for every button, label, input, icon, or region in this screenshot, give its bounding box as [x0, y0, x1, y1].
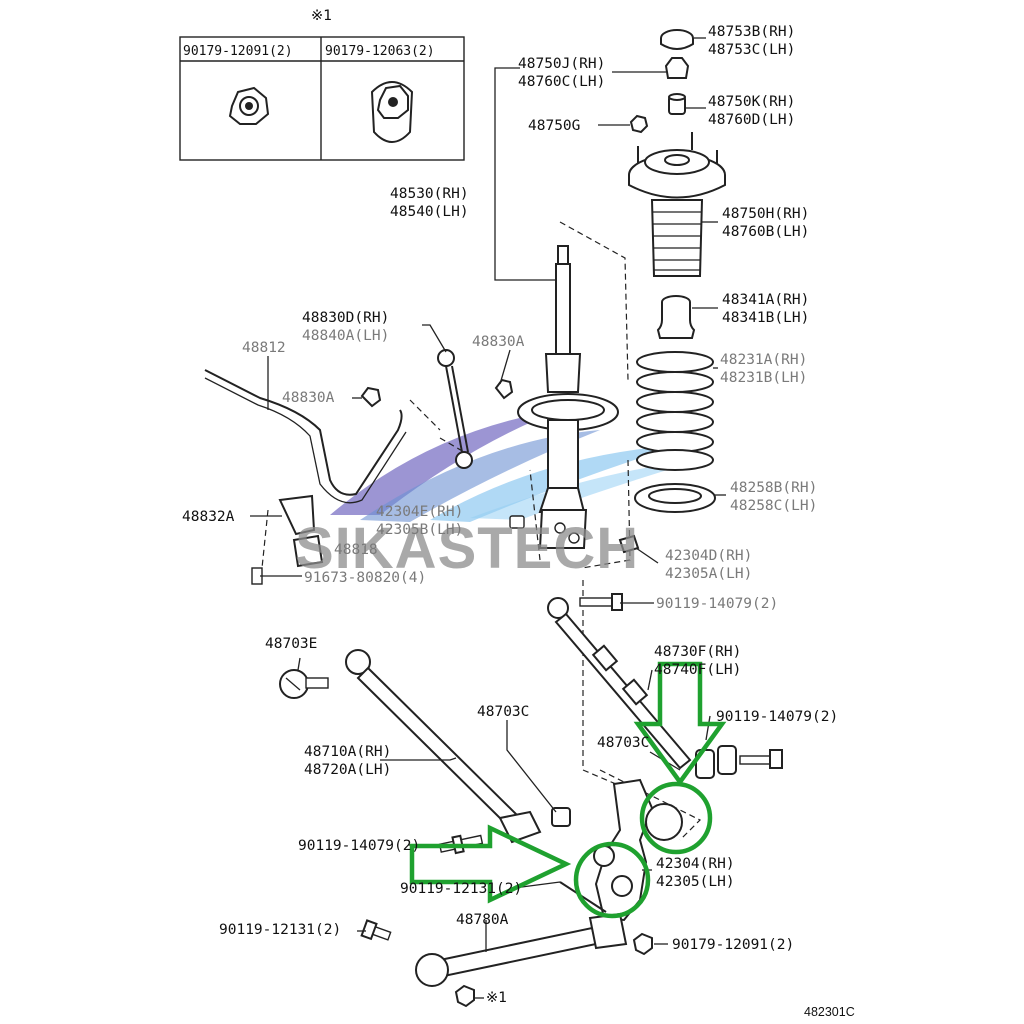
label-48703c-right: 48703C — [597, 735, 649, 751]
label-42304-lh: 42305(LH) — [656, 874, 735, 890]
upper-support-icon — [628, 132, 726, 199]
label-48830a-left: 48830A — [282, 390, 335, 406]
label-48750k-rh: 48750K(RH) — [708, 94, 795, 110]
right-arrow-icon — [409, 824, 572, 904]
label-48753-rh: 48753B(RH) — [708, 24, 795, 40]
bolt-icon — [618, 534, 640, 554]
coil-spring-icon — [636, 351, 714, 471]
bushing-pair-icon — [695, 745, 783, 779]
label-48832a: 48832A — [182, 509, 235, 525]
knuckle-icon — [593, 778, 683, 922]
lower-arm-icon — [345, 649, 542, 844]
label-48753-lh: 48753C(LH) — [708, 42, 795, 58]
label-42304d-lh: 42305A(LH) — [665, 566, 752, 582]
bump-stopper-icon — [656, 295, 696, 339]
link-nut-icon — [360, 378, 514, 408]
label-48812: 48812 — [242, 340, 286, 356]
nut-icon — [664, 57, 690, 79]
label-48750h-rh: 48750H(RH) — [722, 206, 809, 222]
stabilizer-link-icon — [437, 349, 473, 469]
watermark-text: SIKASTECH — [295, 516, 639, 581]
label-48750k-lh: 48760D(LH) — [708, 112, 795, 128]
highlight-circle-upper — [639, 781, 713, 855]
label-48830a-top: 48830A — [472, 334, 525, 350]
label-48818: 48818 — [334, 542, 378, 558]
label-48703e: 48703E — [265, 636, 317, 652]
bolt-icon — [509, 515, 525, 529]
flange-nut-icon — [370, 81, 414, 143]
label-90119-12131-b: 90119-12131(2) — [219, 922, 341, 938]
down-arrow-icon — [633, 661, 727, 786]
label-48780a: 48780A — [456, 912, 509, 928]
dust-boot-icon — [650, 199, 704, 277]
label-48750j-rh: 48750J(RH) — [518, 56, 605, 72]
label-90119-12131-a: 90119-12131(2) — [400, 881, 522, 897]
label-note-bottom: ※1 — [486, 990, 507, 1006]
label-90179-bottom: 90179-12091(2) — [672, 937, 794, 953]
label-90119-left: 90119-14079(2) — [298, 838, 420, 854]
label-48710a-rh: 48710A(RH) — [304, 744, 391, 760]
label-90119-top: 90119-14079(2) — [656, 596, 778, 612]
leader-lines — [250, 37, 726, 999]
spring-insulator-icon — [634, 483, 716, 513]
figure-id: 482301C — [804, 1005, 855, 1019]
inset-table: ※1 90179-12091(2) 90179-12063(2) — [179, 8, 465, 161]
label-48830d-rh: 48830D(RH) — [302, 310, 389, 326]
highlight-markers — [409, 661, 727, 919]
label-48703c-left: 48703C — [477, 704, 529, 720]
shock-absorber-icon — [517, 245, 619, 549]
small-nut-icon — [629, 114, 649, 134]
upper-arm-icon — [547, 597, 692, 770]
label-48341-rh: 48341A(RH) — [722, 292, 809, 308]
trailing-bolt-icon — [360, 919, 392, 941]
stabilizer-bar-icon — [204, 369, 407, 504]
label-42304e-rh: 42304E(RH) — [376, 504, 463, 520]
strut-outline — [529, 221, 631, 569]
label-48231-lh: 48231B(LH) — [720, 370, 807, 386]
inset-note-mark: ※1 — [311, 8, 332, 24]
bushing-icon — [668, 93, 686, 115]
inset-col-2: 90179-12063(2) — [325, 44, 435, 59]
cam-bolt-icon — [279, 669, 329, 699]
inset-col-1: 90179-12091(2) — [183, 44, 293, 59]
highlight-circle-lower — [573, 841, 651, 919]
label-48710a-lh: 48720A(LH) — [304, 762, 391, 778]
label-48231-rh: 48231A(RH) — [720, 352, 807, 368]
label-42304d-rh: 42304D(RH) — [665, 548, 752, 564]
label-48258-rh: 48258B(RH) — [730, 480, 817, 496]
mount-cap-icon — [660, 29, 694, 50]
label-48341-lh: 48341B(LH) — [722, 310, 809, 326]
hex-nut-icon — [228, 86, 270, 125]
label-48830d-lh: 48840A(LH) — [302, 328, 389, 344]
label-42304e-lh: 42305B(LH) — [376, 522, 463, 538]
label-48730f-rh: 48730F(RH) — [654, 644, 741, 660]
part-labels: 48753B(RH) 48753C(LH) 48750J(RH) 48760C(… — [182, 24, 855, 1019]
label-48730f-lh: 48740F(LH) — [654, 662, 741, 678]
trailing-arm-icon — [415, 881, 628, 987]
label-90119-right: 90119-14079(2) — [716, 709, 838, 725]
stabilizer-bracket-icon — [278, 494, 324, 568]
label-48530-lh: 48540(LH) — [390, 204, 469, 220]
label-91673: 91673-80820(4) — [304, 570, 426, 586]
lower-arm-nut-icon — [551, 807, 571, 827]
label-48530-rh: 48530(RH) — [390, 186, 469, 202]
label-42304-rh: 42304(RH) — [656, 856, 735, 872]
bottom-nut-icon — [454, 932, 653, 1008]
label-48258-lh: 48258C(LH) — [730, 498, 817, 514]
label-48750h-lh: 48760B(LH) — [722, 224, 809, 240]
arm-bolt-icon — [579, 593, 623, 611]
label-48750g: 48750G — [528, 118, 580, 134]
label-48750j-lh: 48760C(LH) — [518, 74, 605, 90]
